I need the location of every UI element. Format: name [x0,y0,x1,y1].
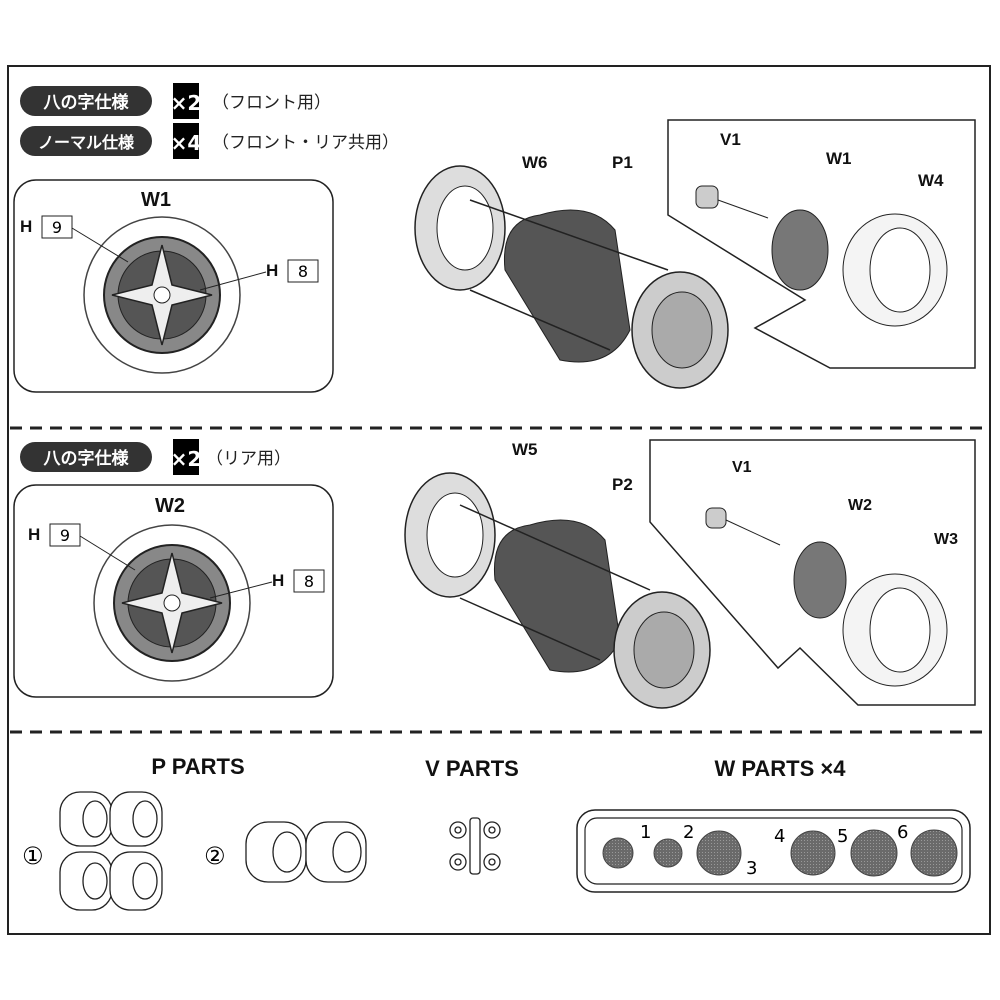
v-parts-title: V PARTS [425,756,519,781]
spec-note: （フロント用） [212,93,331,113]
w-parts-title: W PARTS ×4 [714,756,846,781]
svg-text:P1: P1 [612,153,633,172]
svg-text:W1: W1 [141,189,171,211]
qty-badge: ×2 [171,91,202,115]
svg-text:8: 8 [304,572,314,591]
svg-text:H: H [272,571,284,590]
svg-text:W2: W2 [155,495,185,517]
spec-row-rear: 八の字仕様 ×2 （リア用） [20,439,291,475]
svg-text:2: 2 [683,822,694,843]
svg-text:1: 1 [640,822,651,843]
svg-text:5: 5 [837,826,848,847]
svg-text:3: 3 [746,858,757,879]
spec-tag: ノーマル仕様 [38,133,135,152]
svg-text:W4: W4 [918,171,944,190]
svg-text:②: ② [204,842,226,870]
svg-text:八の字仕様: 八の字仕様 [44,448,130,469]
svg-text:V1: V1 [720,130,741,149]
p-parts-set-1: ① [22,791,163,911]
p-parts-set-2: ② [204,821,367,883]
svg-text:4: 4 [774,826,785,847]
svg-text:W2: W2 [848,497,872,514]
w-parts-runner: 1 2 3 4 5 6 [576,809,971,893]
svg-text:H: H [20,217,32,236]
svg-text:×2: ×2 [171,447,202,471]
svg-text:H: H [266,261,278,280]
svg-text:9: 9 [52,218,62,237]
spec-tag: 八の字仕様 [44,92,130,113]
svg-text:P2: P2 [612,475,633,494]
svg-text:H: H [28,525,40,544]
svg-text:W3: W3 [934,531,958,548]
spec-row-front: 八の字仕様 ×2 （フロント用） [20,83,331,119]
svg-text:W1: W1 [826,149,852,168]
v-parts-runner [449,817,501,875]
svg-text:8: 8 [298,262,308,281]
svg-text:（リア用）: （リア用） [206,449,291,469]
svg-text:W6: W6 [522,153,548,172]
svg-text:V1: V1 [732,459,752,476]
svg-text:①: ① [22,842,44,870]
wheel-detail-w1: W1 H 9 H 8 [13,179,334,393]
p-parts-title: P PARTS [151,754,244,779]
svg-text:9: 9 [60,526,70,545]
exploded-view-rear: W5 P2 V1 W2 W3 [404,439,976,709]
svg-text:W5: W5 [512,440,538,459]
qty-badge: ×4 [171,131,202,155]
spec-note: （フロント・リア共用） [212,133,399,153]
spec-row-normal: ノーマル仕様 ×4 （フロント・リア共用） [20,123,399,159]
exploded-view-front: W6 P1 V1 W1 W4 [414,119,976,389]
svg-text:6: 6 [897,822,908,843]
wheel-detail-w2: W2 H 9 H 8 [13,484,334,698]
outer-frame [7,65,991,935]
